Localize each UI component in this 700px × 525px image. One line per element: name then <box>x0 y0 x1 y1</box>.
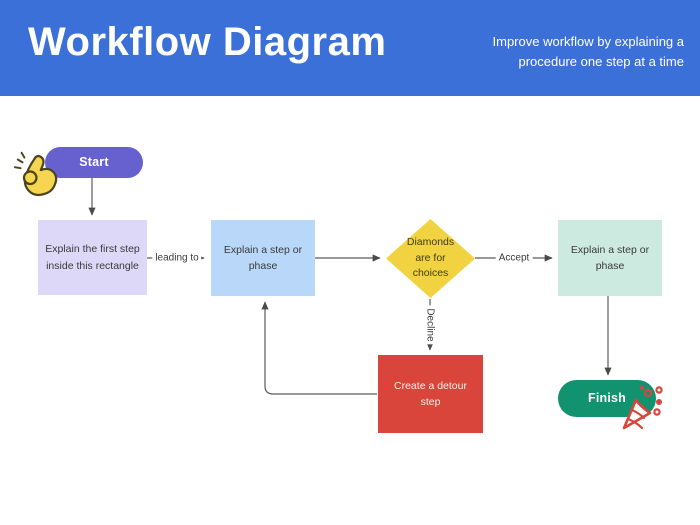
node-step-or-phase-1[interactable]: Explain a step or phase <box>211 220 315 296</box>
page-title: Workflow Diagram <box>28 20 387 64</box>
party-popper-icon <box>622 385 663 430</box>
node-detour-label: Create a detour step <box>394 379 467 408</box>
edge-label-accept: Accept <box>495 252 533 264</box>
node-finish-label: Finish <box>587 390 626 405</box>
node-first-step[interactable]: Explain the first step inside this recta… <box>38 220 147 295</box>
node-step-or-phase-2-label: Explain a step or phase <box>570 243 650 272</box>
ok-hand-icon <box>13 151 58 197</box>
node-step-or-phase-1-label: Explain a step or phase <box>223 243 303 272</box>
node-detour[interactable]: Create a detour step <box>378 355 483 433</box>
header-banner: Workflow Diagram Improve workflow by exp… <box>0 0 700 96</box>
node-step-or-phase-2[interactable]: Explain a step or phase <box>558 220 662 296</box>
node-start[interactable]: Start <box>45 147 143 178</box>
node-first-step-label: Explain the first step inside this recta… <box>45 243 140 272</box>
edge-label-decline: Decline <box>424 305 436 345</box>
node-decision-label: Diamonds are for choices <box>406 235 455 280</box>
edge-label-leading-to: leading to <box>152 252 202 264</box>
node-start-label: Start <box>79 154 109 169</box>
node-decision-diamond[interactable]: Diamonds are for choices <box>386 219 475 298</box>
page-subtitle: Improve workflow by explaining a procedu… <box>492 34 684 69</box>
diamond-shape <box>386 219 475 298</box>
